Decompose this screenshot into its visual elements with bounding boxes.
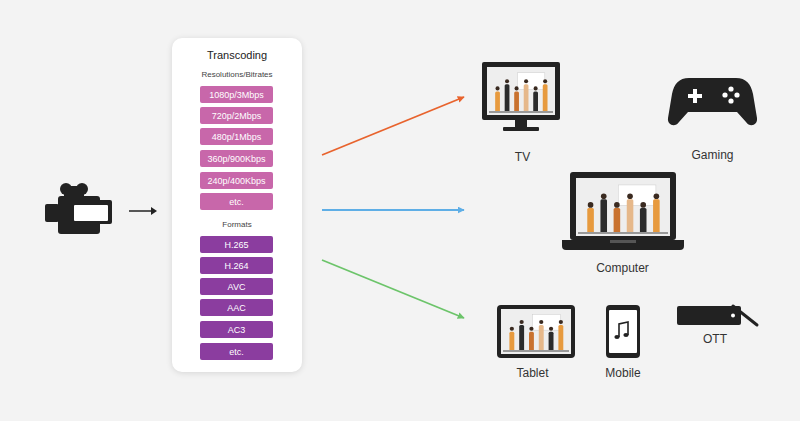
option-box: AAC xyxy=(200,299,273,316)
tv-icon xyxy=(482,62,560,131)
output-arrow xyxy=(322,97,464,155)
option-box: 1080p/3Mbps xyxy=(200,86,273,103)
option-label: 240p/400Kbps xyxy=(207,176,265,186)
device-label: OTT xyxy=(703,332,727,347)
tablet-icon xyxy=(497,305,575,358)
option-box: 240p/400Kbps xyxy=(200,172,273,189)
option-box: H.265 xyxy=(200,236,273,253)
option-label: AAC xyxy=(227,303,246,313)
device-label: Computer xyxy=(596,261,649,276)
output-arrow xyxy=(322,209,464,211)
laptop-icon xyxy=(562,172,684,250)
device-group: Mobile xyxy=(598,300,648,385)
section-heading: Resolutions/Bitrates xyxy=(172,70,302,79)
device-label: Tablet xyxy=(516,366,548,381)
option-label: 720p/2Mbps xyxy=(212,111,262,121)
option-box: etc. xyxy=(200,193,273,210)
option-label: 1080p/3Mbps xyxy=(209,90,264,100)
option-box: 720p/2Mbps xyxy=(200,107,273,124)
output-arrow xyxy=(322,260,464,318)
option-label: 360p/900Kbps xyxy=(207,154,265,164)
option-box: AVC xyxy=(200,278,273,295)
input-arrow xyxy=(129,207,157,215)
panel-title: Transcoding xyxy=(172,49,302,61)
section-heading: Formats xyxy=(172,220,302,229)
device-group: Tablet xyxy=(470,300,595,385)
device-label: Gaming xyxy=(691,148,733,163)
device-group: Computer xyxy=(470,168,775,280)
option-box: H.264 xyxy=(200,257,273,274)
mobile-icon xyxy=(606,305,640,358)
option-label: H.265 xyxy=(224,240,248,250)
device-label: Mobile xyxy=(605,366,640,381)
option-box: 480p/1Mbps xyxy=(200,128,273,145)
option-box: AC3 xyxy=(200,321,273,338)
game-icon xyxy=(668,78,757,125)
ott-icon xyxy=(677,306,757,325)
video-camera-icon xyxy=(45,183,112,234)
option-box: etc. xyxy=(200,343,273,360)
option-box: 360p/900Kbps xyxy=(200,150,273,167)
device-group: OTT xyxy=(665,292,765,349)
option-label: AC3 xyxy=(228,325,246,335)
device-label: TV xyxy=(515,150,530,165)
option-label: AVC xyxy=(228,282,246,292)
option-label: H.264 xyxy=(224,261,248,271)
option-label: 480p/1Mbps xyxy=(212,132,262,142)
device-group: Gaming xyxy=(665,70,760,168)
transcoding-panel: TranscodingResolutions/BitratesFormats 10… xyxy=(172,38,302,372)
option-label: etc. xyxy=(229,347,244,357)
device-group: TV xyxy=(470,58,575,168)
option-label: etc. xyxy=(229,197,244,207)
